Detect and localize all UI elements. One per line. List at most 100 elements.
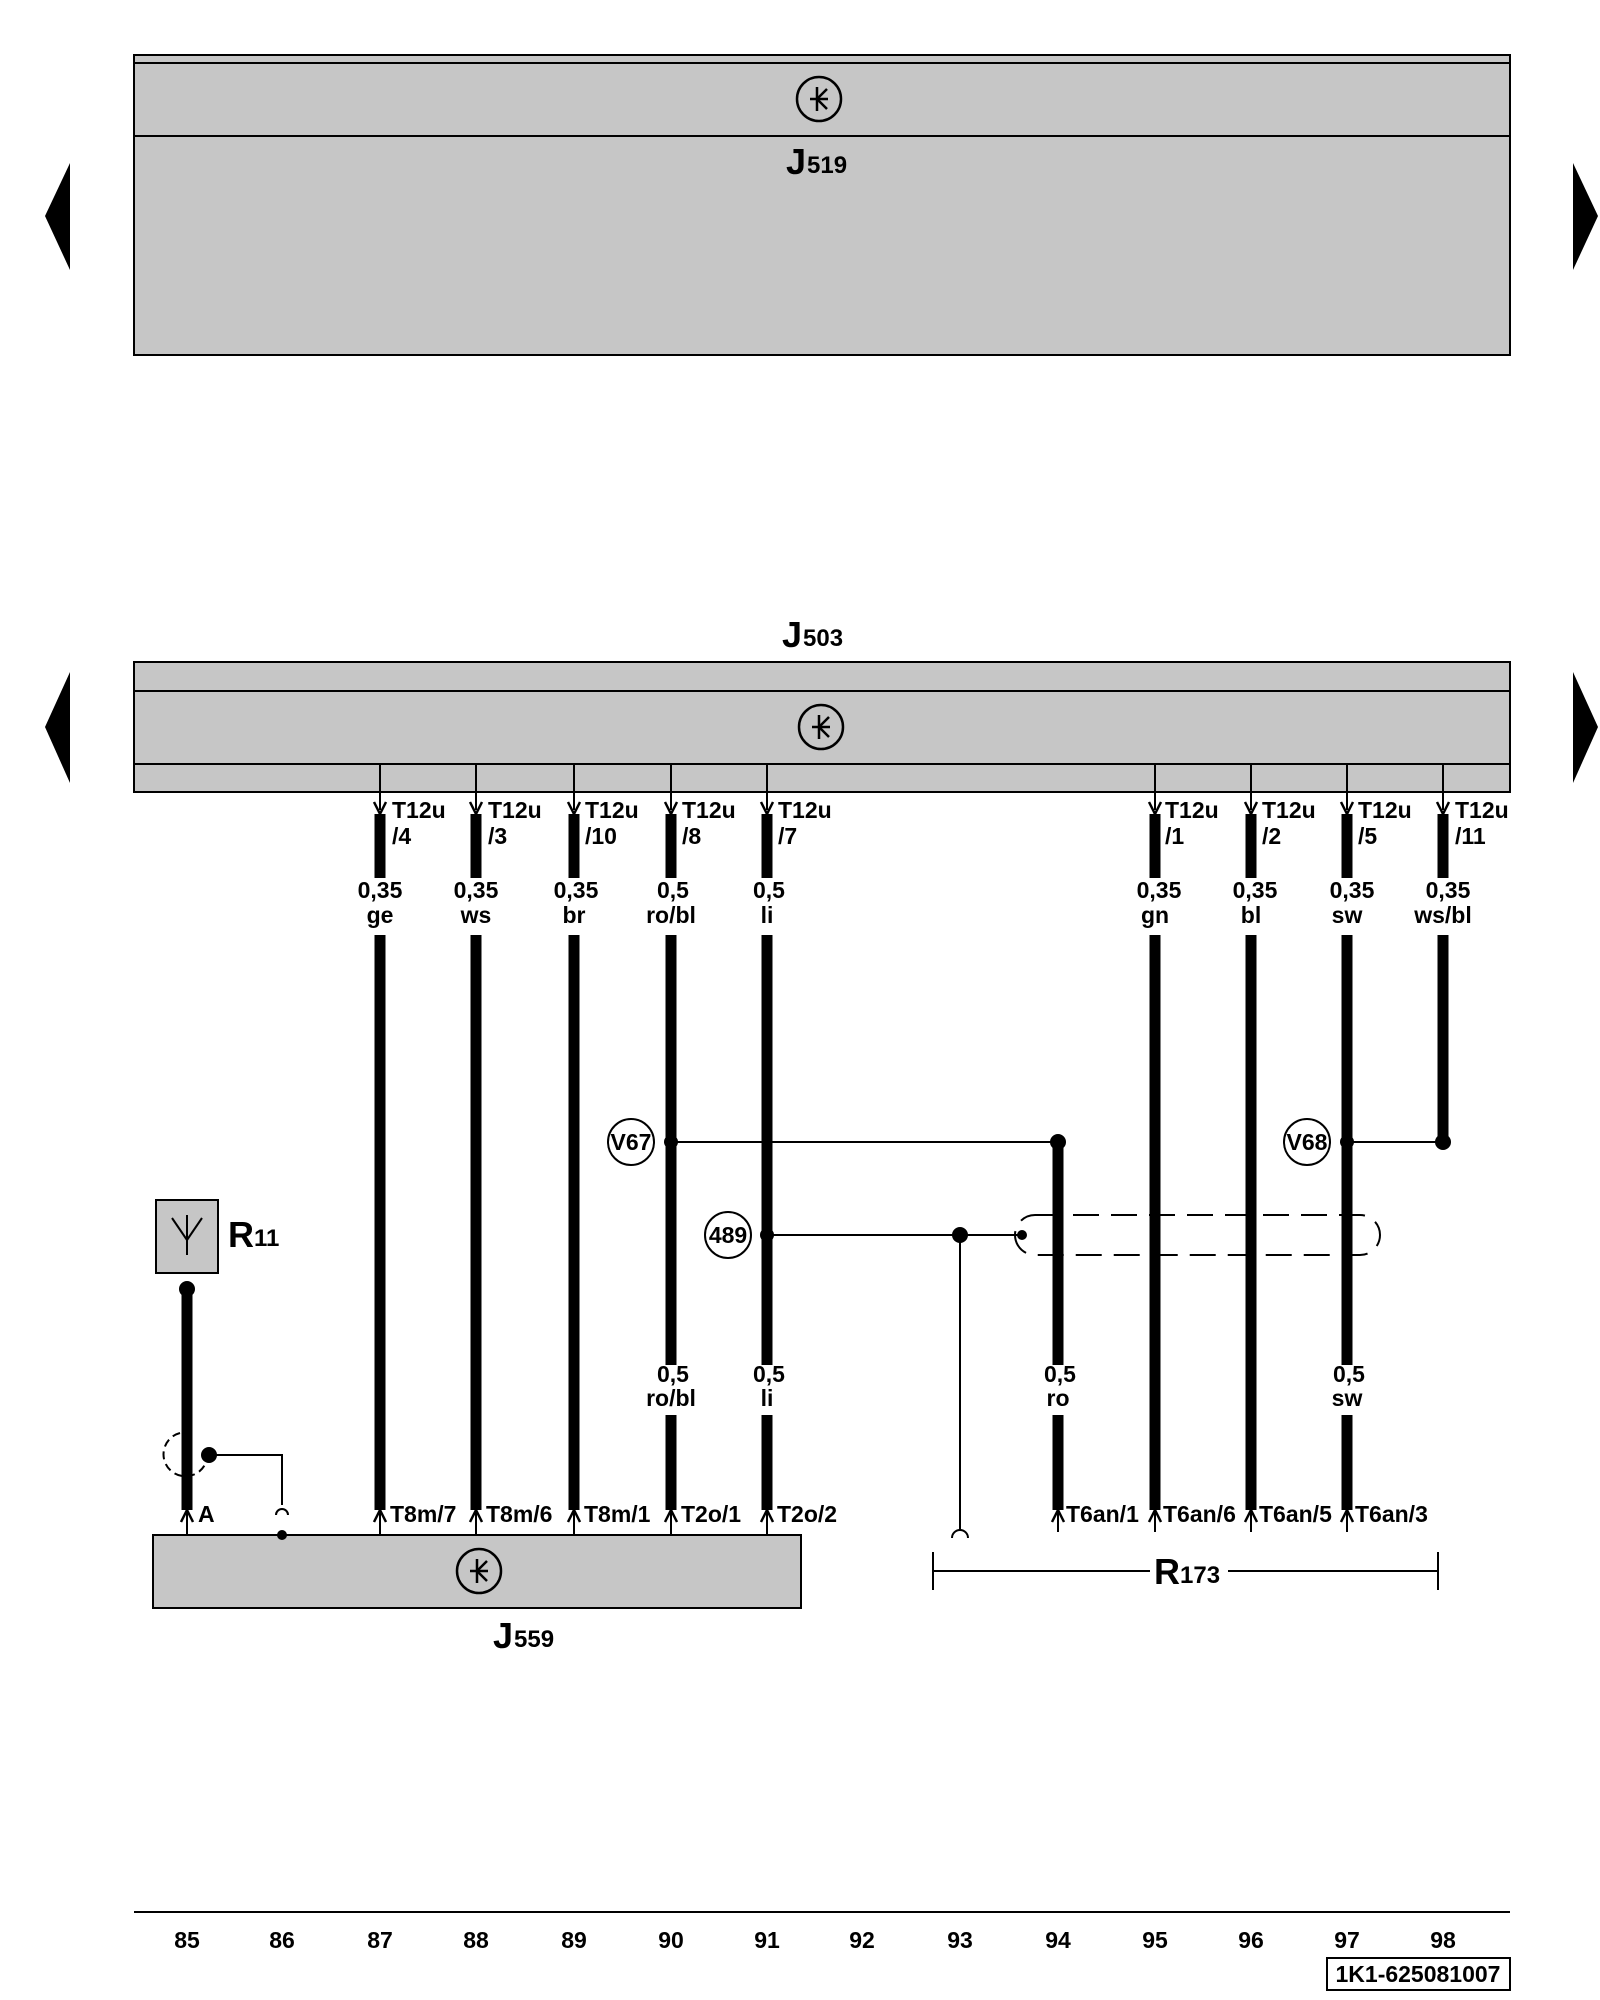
doc-number: 1K1-625081007 [1336,1961,1501,1987]
speaker-group-r173: R 173 [932,1551,1439,1592]
bottom-pin-8 [1243,1507,1259,1532]
next-page-arrow-mid[interactable] [1573,672,1598,783]
control-unit-j559: J 559 [152,1534,802,1656]
bottom-pin-5 [759,1507,775,1535]
pin-label: T12u [1165,797,1219,823]
wire-size: 0,35 [358,877,403,903]
pin-label: T12u [1455,797,1509,823]
r173-letter: R [1154,1551,1180,1592]
j519-number: 519 [807,152,847,179]
mid-wire-labels: 0,5 ro/bl 0,5 li 0,5 ro 0,5 sw [646,1361,1365,1411]
pin-number: /3 [488,823,507,849]
wire-size: 0,35 [1137,877,1182,903]
bottom-pin-9 [1339,1507,1355,1532]
bottom-pin-6 [1050,1507,1066,1532]
wire-color: li [761,1385,774,1411]
column-number: 86 [269,1927,295,1953]
pin-label: T12u [1262,797,1316,823]
pin-label: T8m/6 [486,1501,552,1527]
wire-color: ro/bl [646,902,696,928]
r11-letter: R [228,1214,254,1255]
bottom-pin-3 [566,1507,582,1535]
junction-v67: V67 [607,1118,655,1166]
column-number: 95 [1142,1927,1168,1953]
j559-number: 559 [514,1626,554,1653]
top-pin-5 [1147,764,1163,878]
control-unit-j519: J 519 [133,54,1511,356]
bottom-pin-4 [663,1507,679,1535]
column-number: 85 [174,1927,200,1953]
wire-color: li [761,902,774,928]
column-number: 97 [1334,1927,1360,1953]
j503-number: 503 [803,625,843,652]
top-pin-6 [1243,764,1259,878]
pin-label: T6an/6 [1163,1501,1236,1527]
top-pin-8 [1435,764,1451,878]
wire-size: 0,35 [1426,877,1471,903]
pin-number: /11 [1455,823,1486,849]
doc-number-box: 1K1-625081007 [1326,1957,1511,1991]
pin-label: T12u [778,797,832,823]
wire-color: sw [1332,902,1363,928]
wire-color: ws/bl [1413,902,1472,928]
column-number: 87 [367,1927,393,1953]
wire-color: br [563,902,586,928]
wire-size: 0,5 [1333,1361,1365,1387]
bottom-connector-pins [179,1507,1355,1540]
j559-letter: J [493,1615,513,1656]
top-pin-7 [1339,764,1355,878]
column-number: 94 [1045,1927,1071,1953]
bottom-pin-1 [372,1507,388,1535]
prev-page-arrow-mid[interactable] [45,672,70,783]
pin-label: T2o/2 [777,1501,837,1527]
pin-number: /10 [585,823,617,849]
wire-size: 0,35 [1330,877,1375,903]
junction-489: 489 [704,1211,752,1259]
pin-label: T12u [1358,797,1412,823]
svg-text:V68: V68 [1287,1129,1328,1155]
j503-letter: J [782,614,802,655]
wire-size: 0,5 [657,1361,689,1387]
svg-text:V67: V67 [611,1129,652,1155]
antenna-icon [171,1215,203,1255]
pin-label: T12u [585,797,639,823]
column-number: 89 [561,1927,587,1953]
wire-color: ro/bl [646,1385,696,1411]
wire-color: bl [1241,902,1261,928]
top-pin-1 [468,764,484,878]
pin-label: T12u [488,797,542,823]
pin-number: /8 [682,823,701,849]
next-page-arrow-top[interactable] [1573,163,1598,270]
prev-page-arrow-top[interactable] [45,163,70,270]
top-connector-labels: T12u /4 0,35 ge T12u /3 0,35 ws T12u /10… [358,797,1509,928]
bottom-pin-shield [275,1508,289,1540]
antenna-r11: R 11 [155,1199,283,1510]
pin-number: /2 [1262,823,1281,849]
wires [374,935,1451,1530]
column-number: 93 [947,1927,973,1953]
electronic-symbol-icon [797,703,845,751]
column-number: 91 [754,1927,780,1953]
column-number: 90 [658,1927,684,1953]
junction-v68: V68 [1283,1118,1331,1166]
wire-color: sw [1332,1385,1363,1411]
r173-number: 173 [1180,1562,1220,1589]
bottom-pin-7 [1147,1507,1163,1532]
top-pin-4 [759,764,775,878]
wire-size: 0,5 [753,1361,785,1387]
pin-number: /4 [392,823,411,849]
wire-size: 0,5 [657,877,689,903]
wire-size: 0,35 [1233,877,1278,903]
shield-icon [1014,1214,1381,1256]
pin-label: T6an/5 [1259,1501,1332,1527]
wire-color: ro [1047,1385,1070,1411]
top-connector-pins [372,764,1451,878]
pin-label: A [198,1501,215,1527]
control-unit-j503: J 503 [133,614,1511,793]
pin-label: T2o/1 [681,1501,741,1527]
pin-label: T12u [392,797,446,823]
wire-size: 0,5 [1044,1361,1076,1387]
wire-size: 0,35 [454,877,499,903]
